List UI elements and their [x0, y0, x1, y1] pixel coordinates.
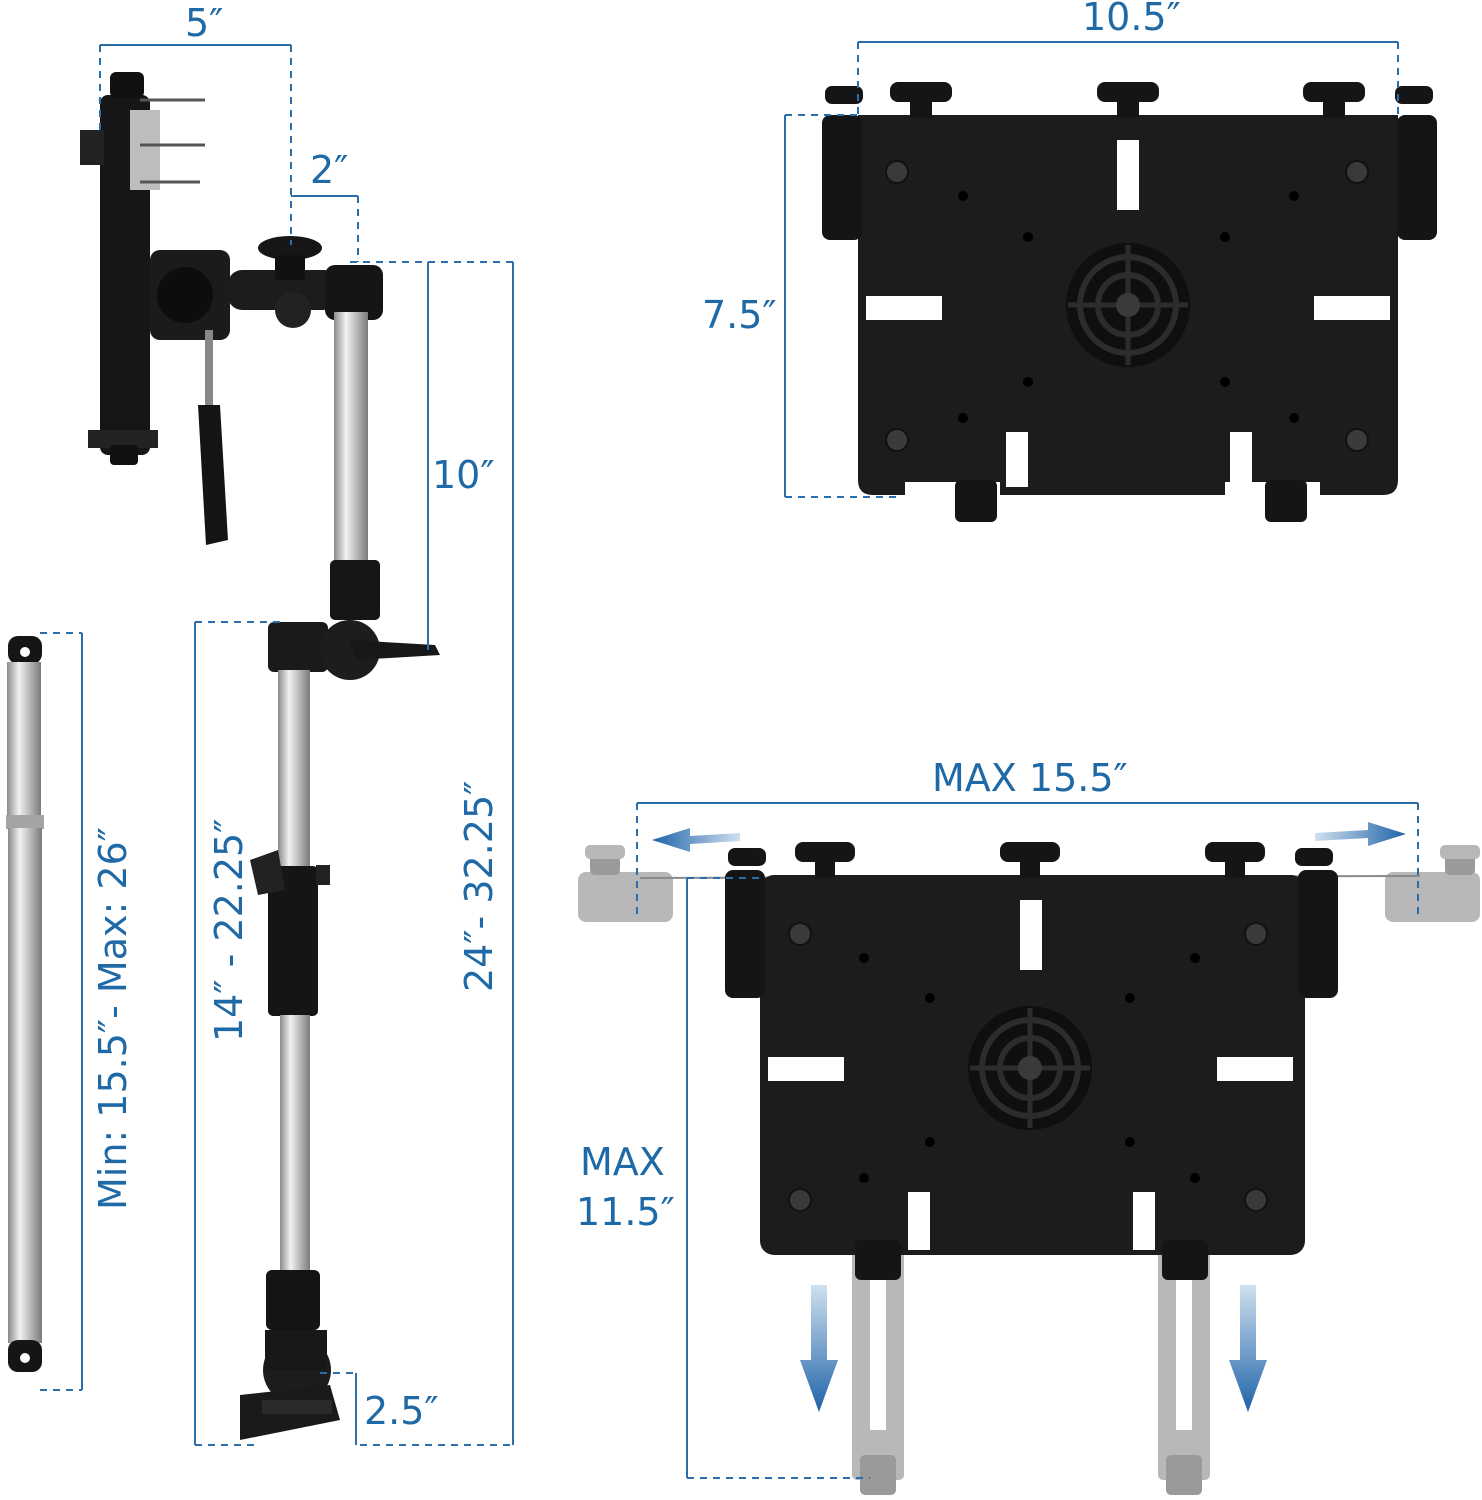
height-adjust-clamp: [250, 850, 330, 1016]
tablet-clamp: [80, 72, 230, 545]
max-width-label: MAX 15.5″: [932, 756, 1128, 800]
base-label: 2.5″: [364, 1389, 439, 1433]
tray-extended: [578, 842, 1480, 1495]
clamp-width-label: 5″: [185, 1, 223, 45]
lower-arm-tube-bottom: [280, 1015, 310, 1273]
extend-left-arrow: [652, 828, 740, 852]
tray-height-label: 7.5″: [702, 293, 777, 337]
lower-arm-tube-top: [278, 670, 310, 870]
pole-length-label: Min: 15.5″- Max: 26″: [91, 827, 135, 1210]
extension-pole: [6, 636, 44, 1372]
stand-assembly: [6, 72, 440, 1440]
base-clamp: [240, 1330, 340, 1440]
stand-dimension-lines: [40, 44, 514, 1446]
tray-top-dimension-lines: [784, 41, 1399, 498]
tray-width-label: 10.5″: [1082, 0, 1181, 39]
extend-right-arrow: [1315, 822, 1406, 846]
upper-arm-collar: [330, 560, 380, 620]
upper-arm-label: 10″: [432, 453, 495, 497]
lower-arm-label: 14″ - 22.25″: [207, 819, 251, 1042]
tray-extended-dimension-lines: [636, 802, 1419, 1479]
extend-down-arrow-right: [1229, 1285, 1267, 1412]
middle-joint: [268, 620, 440, 680]
upper-arm-tube: [334, 312, 368, 567]
max-height-label-line1: MAX: [580, 1140, 665, 1184]
arm-offset-label: 2″: [310, 148, 348, 192]
arm-joint: [228, 236, 383, 328]
lower-collar: [266, 1270, 320, 1330]
extend-down-arrow-left: [800, 1285, 838, 1412]
tray-top: [822, 82, 1437, 522]
total-height-label: 24″- 32.25″: [457, 781, 501, 992]
max-height-label-line2: 11.5″: [576, 1190, 675, 1234]
